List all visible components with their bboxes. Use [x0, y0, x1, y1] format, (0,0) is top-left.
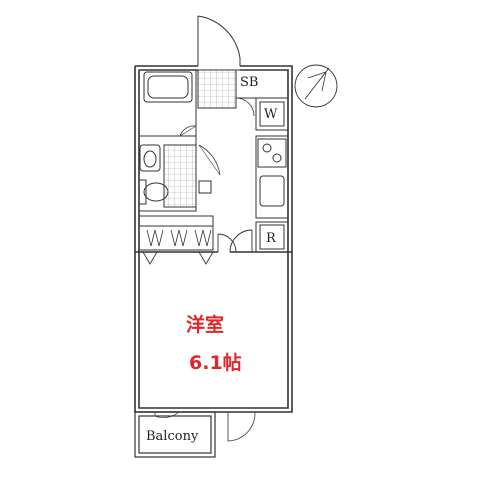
room-size: 6.1帖: [189, 351, 242, 374]
label-washer: W: [264, 107, 278, 122]
closet: [138, 144, 221, 251]
label-balcony: Balcony: [146, 429, 199, 444]
entrance-door: [197, 15, 241, 66]
label-sb: SB: [240, 75, 258, 90]
room-doors: [142, 229, 253, 265]
label-refrigerator: R: [266, 231, 277, 246]
compass-icon: [294, 64, 338, 108]
unit-bath: [138, 69, 237, 212]
room-name: 洋室: [186, 313, 224, 336]
balcony: [134, 411, 256, 458]
service-block: [235, 69, 289, 253]
